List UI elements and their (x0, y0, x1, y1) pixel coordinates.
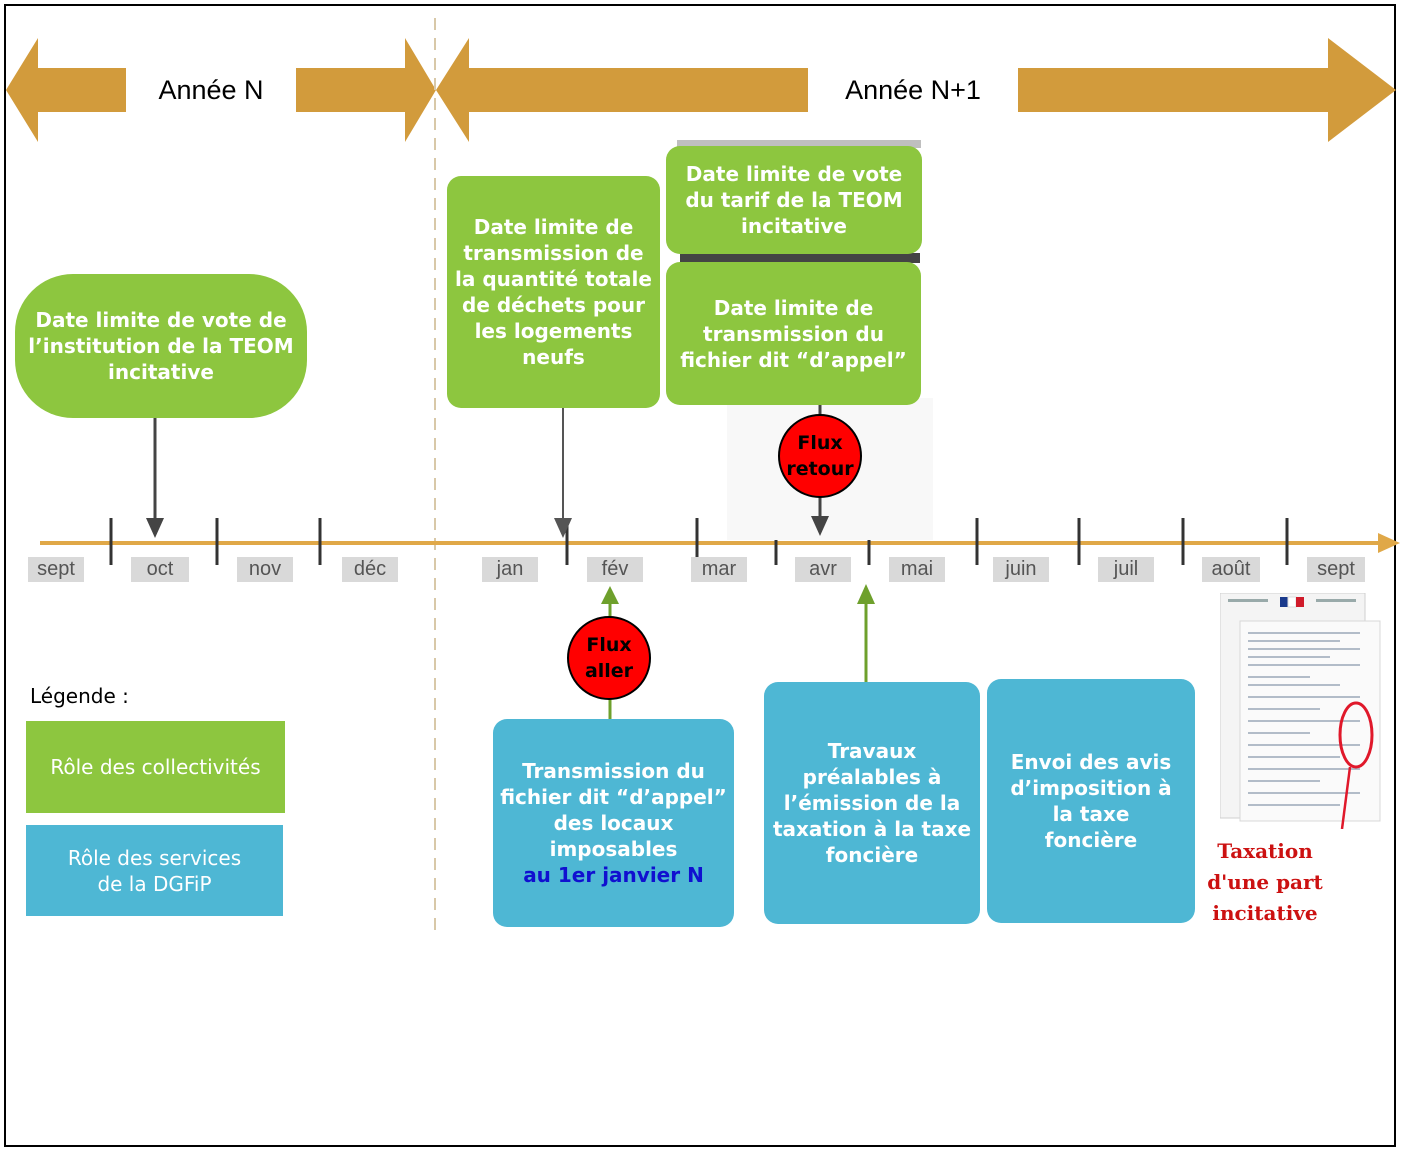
timeline-axis-arrow (1378, 533, 1400, 553)
month-label: déc (342, 557, 398, 582)
flux-retour-circle: Flux retour (778, 414, 862, 498)
month-label: oct (131, 557, 189, 582)
diagram-frame (4, 4, 1396, 1147)
legend-collectivites: Rôle des collectivités (26, 721, 285, 813)
box-transmission-text: Transmission du fichier dit “d’appel” de… (500, 759, 727, 861)
box-transmission-logements: Date limite de transmission de la quanti… (447, 176, 660, 408)
month-label: fév (587, 557, 643, 582)
arrow-logements (554, 518, 572, 538)
box-transmission-date: au 1er janvier N (523, 863, 704, 887)
flux-retour-line1: Flux (797, 432, 843, 454)
flux-retour-line2: retour (786, 458, 854, 480)
month-label: mar (691, 557, 747, 582)
month-label: août (1202, 557, 1260, 582)
legend-dgfip-line1: Rôle des services (67, 845, 242, 870)
arrow-travaux (857, 584, 875, 604)
month-label: juin (993, 557, 1049, 582)
box-vote-tarif: Date limite de vote du tarif de la TEOM … (666, 146, 922, 254)
box-envoi-avis: Envoi des avis d’imposition à la taxe fo… (987, 679, 1195, 923)
month-label: juil (1098, 557, 1154, 582)
taxation-label: Taxation d'une part incitative (1200, 836, 1330, 929)
month-label: nov (237, 557, 293, 582)
arrow-flux-retour (811, 516, 829, 536)
month-label: jan (482, 557, 538, 582)
taxation-line1: Taxation (1217, 839, 1313, 863)
timeline-ticks (109, 518, 1289, 565)
taxation-line3: incitative (1212, 901, 1318, 925)
month-label: mai (889, 557, 945, 582)
legend-dgfip-line2: de la DGFiP (97, 871, 212, 896)
legend-title: Légende : (30, 684, 129, 708)
legend-dgfip: Rôle des services de la DGFiP (26, 825, 283, 916)
box-vote-institution: Date limite de vote de l’institution de … (15, 274, 307, 418)
flux-aller-line1: Flux (586, 634, 632, 656)
year-n1-label: Année N+1 (808, 64, 1018, 116)
arrow-institution (146, 518, 164, 538)
month-label: sept (1307, 557, 1365, 582)
year-n-label: Année N (126, 64, 296, 116)
month-label: avr (795, 557, 851, 582)
tax-notice-document (1220, 593, 1381, 829)
box-transmission-fichier: Transmission du fichier dit “d’appel” de… (493, 719, 734, 927)
taxation-line2: d'une part (1207, 870, 1323, 894)
flux-aller-line2: aller (584, 660, 634, 682)
arrow-flux-aller (601, 586, 619, 604)
box-fichier-appel: Date limite de transmission du fichier d… (666, 262, 921, 405)
flux-aller-circle: Flux aller (567, 616, 651, 700)
legend-collectivites-label: Rôle des collectivités (50, 755, 261, 779)
box-travaux: Travaux préalables à l’émission de la ta… (764, 682, 980, 924)
month-label: sept (28, 557, 84, 582)
